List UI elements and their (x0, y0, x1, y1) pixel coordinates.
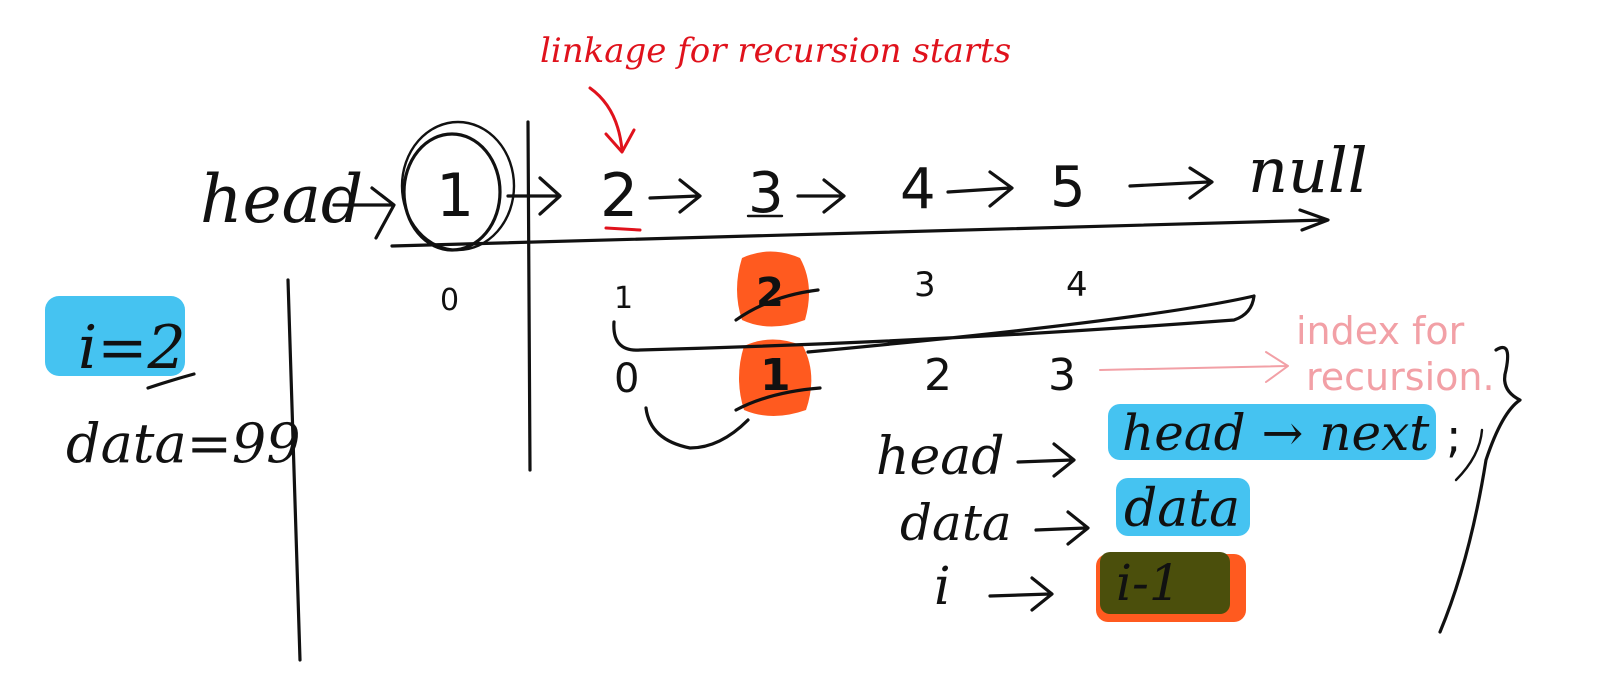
map-i-arrow (988, 576, 1054, 612)
index-3: 3 (914, 265, 936, 305)
i-param-highlight (45, 296, 185, 376)
index-note-line2: recursion. (1306, 355, 1495, 399)
null-label: null (1248, 134, 1368, 207)
i-param-underline (146, 372, 196, 390)
map-data-arrow (1034, 510, 1090, 546)
map-head-semicolon: ; (1446, 409, 1462, 463)
map-i-key: i (934, 557, 951, 617)
map-head-key: head (876, 427, 1005, 487)
map-data-value: data (1124, 479, 1240, 539)
divider-vertical-2 (286, 278, 302, 662)
map-i-value: i-1 (1116, 554, 1181, 612)
head-label: head (200, 161, 363, 238)
node-5: 5 (1050, 155, 1086, 220)
arrow-node-1-to-2 (506, 176, 562, 216)
data-param-label: data=99 (66, 412, 301, 475)
index-0: 0 (440, 283, 459, 318)
recursion-index-0: 0 (614, 356, 639, 402)
arrow-node-5-to-null (1128, 166, 1214, 200)
map-head-arrow (1016, 442, 1076, 478)
right-hook (1454, 428, 1484, 482)
node-2: 2 (600, 161, 638, 231)
i-minus-1-olive-highlight (1100, 552, 1230, 614)
arrow-node-2-to-3 (648, 178, 702, 214)
index-1: 1 (614, 281, 633, 316)
index-2: 2 (756, 270, 784, 316)
linkage-arrow (588, 86, 624, 152)
index-4: 4 (1066, 265, 1088, 305)
recursion-index-2: 2 (924, 350, 952, 401)
node-1-circle-outer (400, 120, 516, 252)
node-4: 4 (900, 157, 936, 222)
index-note-line1: index for (1296, 309, 1465, 353)
separator-line (390, 208, 1330, 248)
head-arrow (332, 186, 396, 240)
i-param-label: i=2 (78, 313, 186, 383)
linkage-underline (604, 226, 642, 232)
divider-vertical-1 (526, 120, 532, 472)
index-shift-curve (644, 406, 750, 450)
recursion-index-3: 3 (1048, 350, 1076, 401)
linkage-arrowhead (604, 128, 636, 154)
index-note-arrow (1099, 351, 1289, 383)
head-next-highlight (1108, 404, 1436, 460)
index-1-highlight (739, 339, 812, 416)
right-brace (1438, 345, 1522, 634)
index-2-strike (734, 288, 820, 322)
node-1: 1 (436, 161, 474, 231)
map-data-key: data (900, 494, 1012, 552)
recursion-bracket (612, 294, 1256, 354)
linkage-note: linkage for recursion starts (540, 31, 1011, 71)
map-head-value: head → next (1122, 404, 1430, 462)
arrow-node-4-to-5 (946, 170, 1014, 208)
arrow-node-3-to-4 (796, 178, 846, 214)
index-1-strike (734, 386, 822, 412)
data-value-highlight (1116, 478, 1250, 536)
